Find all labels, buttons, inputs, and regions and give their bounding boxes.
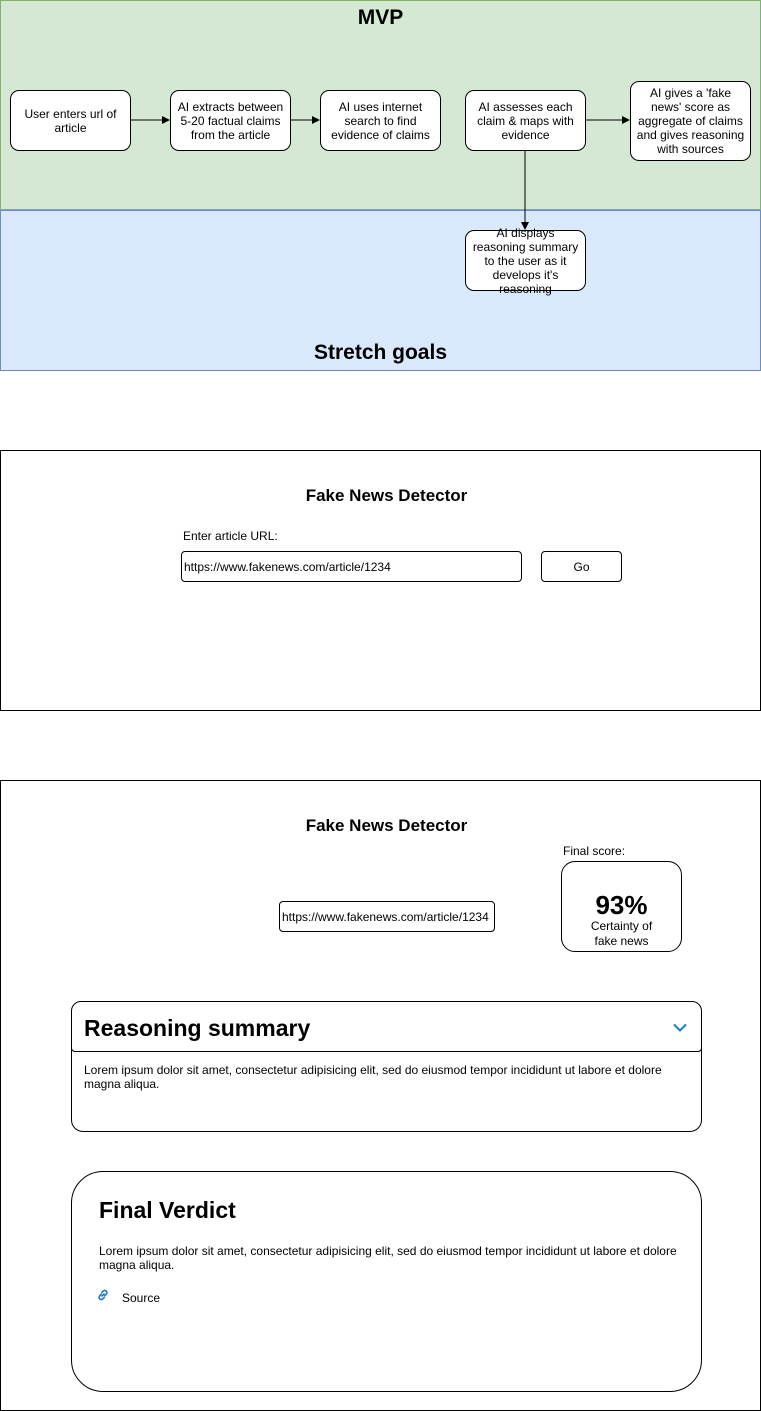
score-value: 93% bbox=[595, 890, 648, 920]
reasoning-summary-title: Reasoning summary bbox=[84, 1015, 311, 1041]
stretch-lane-title: Stretch goals bbox=[313, 341, 448, 364]
chevron-down-icon[interactable] bbox=[673, 1020, 687, 1038]
app-title: Fake News Detector bbox=[305, 816, 468, 835]
final-score-label: Final score: bbox=[563, 844, 626, 858]
url-field-label: Enter article URL: bbox=[183, 529, 278, 543]
go-button[interactable]: Go bbox=[541, 551, 622, 582]
source-link-label[interactable]: Source bbox=[122, 1290, 161, 1305]
node-search-evidence: AI uses internet search to find evidence… bbox=[320, 90, 441, 151]
final-score-card: 93% Certainty of fake news bbox=[561, 861, 682, 952]
stretch-goals-lane bbox=[0, 210, 761, 371]
reasoning-summary-panel: Reasoning summary Lorem ipsum dolor sit … bbox=[71, 1001, 702, 1132]
node-user-enters-url: User enters url of article bbox=[10, 90, 131, 151]
score-caption: Certainty of fake news bbox=[562, 919, 681, 949]
mockup-result-screen: Fake News Detector Final score: 93% Cert… bbox=[0, 780, 761, 1411]
node-extract-claims: AI extracts between 5-20 factual claims … bbox=[170, 90, 291, 151]
app-title: Fake News Detector bbox=[305, 486, 468, 505]
link-icon bbox=[96, 1288, 110, 1307]
final-verdict-card: Final Verdict Lorem ipsum dolor sit amet… bbox=[71, 1171, 702, 1392]
node-assess-claims: AI assesses each claim & maps with evide… bbox=[465, 90, 586, 151]
mvp-lane-title: MVP bbox=[357, 6, 404, 29]
node-fake-news-score: AI gives a 'fake news' score as aggregat… bbox=[630, 81, 751, 161]
article-url-display: https://www.fakenews.com/article/1234 bbox=[279, 901, 495, 932]
score-caption-line-2: fake news bbox=[594, 934, 649, 948]
article-url-input[interactable]: https://www.fakenews.com/article/1234 bbox=[181, 551, 522, 582]
reasoning-summary-text: Lorem ipsum dolor sit amet, consectetur … bbox=[84, 1063, 662, 1091]
flow-arrows bbox=[131, 116, 630, 230]
score-caption-line-1: Certainty of bbox=[590, 919, 653, 933]
reasoning-summary-header[interactable]: Reasoning summary bbox=[71, 1001, 702, 1052]
mockup-input-screen: Fake News Detector Enter article URL: ht… bbox=[0, 450, 761, 711]
final-verdict-text: Lorem ipsum dolor sit amet, consectetur … bbox=[99, 1244, 677, 1272]
source-link[interactable]: Source bbox=[96, 1288, 160, 1307]
final-verdict-title: Final Verdict bbox=[99, 1197, 236, 1223]
